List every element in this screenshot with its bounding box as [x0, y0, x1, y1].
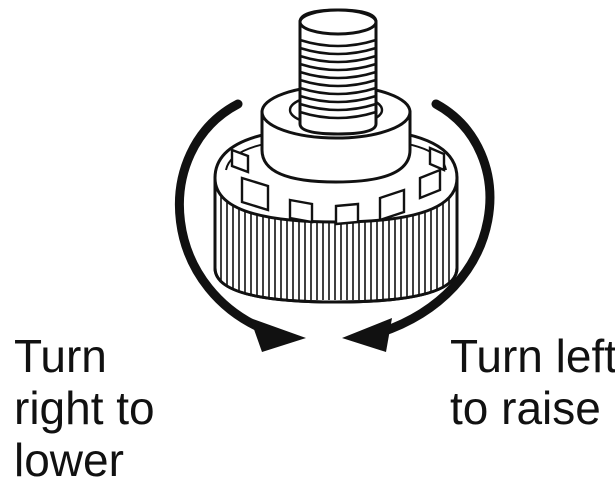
rim-notch: [428, 146, 446, 172]
caption-left-line-2: right to: [14, 382, 155, 434]
counterclockwise-arrow-icon: [342, 99, 495, 352]
rim-notch: [334, 202, 360, 226]
rim-notch: [240, 176, 270, 212]
rim-notch: [418, 168, 442, 200]
caption-left-line-1: Turn: [14, 330, 107, 382]
turn-left-caption: Turn left to raise: [450, 330, 615, 434]
rim-notch: [230, 148, 250, 174]
caption-left-line-3: lower: [14, 434, 124, 486]
bolt-threads: [300, 38, 376, 120]
turn-right-caption: Turn right to lower: [14, 330, 155, 486]
caption-right-line-2: to raise: [450, 382, 601, 434]
rim-notch: [288, 198, 314, 224]
caption-right-line-1: Turn left: [450, 330, 615, 382]
threaded-bolt: [298, 8, 378, 136]
rim-notch: [378, 188, 406, 222]
clockwise-arrow-icon: [174, 99, 306, 352]
